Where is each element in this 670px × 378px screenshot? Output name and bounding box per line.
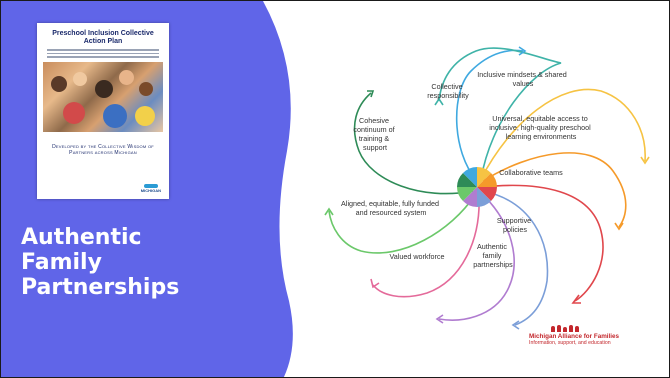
slide-heading: Authentic Family Partnerships [21, 225, 180, 300]
label-line: Universal, equitable access to [492, 114, 587, 123]
cover-title: Preschool Inclusion Collective Action Pl… [52, 30, 154, 45]
arrowhead [434, 97, 444, 106]
arm-purple [438, 192, 515, 321]
label-line: Valued workforce [390, 252, 445, 261]
label-inclusive-mindsets: Inclusive mindsets & shared values [477, 70, 569, 88]
label-line: Collaborative teams [499, 168, 563, 177]
label-authentic-partnerships: Authentic family partnerships [473, 242, 513, 269]
arrowhead [435, 314, 444, 324]
cover-logo-icon [143, 183, 158, 188]
label-supportive-policies: Supportive policies [497, 216, 533, 234]
spiral-arms [328, 47, 646, 326]
arm-red [482, 184, 604, 302]
arm-darkgreen [353, 92, 474, 195]
label-line: Aligned, equitable, fully funded [341, 199, 439, 208]
arrowhead [518, 46, 527, 56]
arm-lightblue [455, 49, 524, 182]
arrowhead [367, 90, 375, 98]
michigan-alliance-logo: Michigan Alliance for Families Informati… [529, 323, 639, 346]
label-collaborative-teams: Collaborative teams [499, 168, 563, 177]
arrowheads [324, 46, 650, 330]
arm-teal [438, 47, 562, 180]
cover-photo [43, 61, 163, 132]
label-valued-workforce: Valued workforce [390, 252, 445, 261]
arm-orange [482, 152, 627, 228]
label-cohesive-continuum: Cohesive continuum of training & support [353, 116, 396, 152]
label-line: family [483, 251, 502, 260]
arrowhead [324, 207, 334, 216]
arrowhead [571, 294, 581, 304]
org-name: Michigan Alliance for Families [529, 333, 620, 340]
label-line: partnerships [473, 260, 513, 269]
pinwheel-center [457, 167, 497, 207]
pinwheel-diagram: Collective responsibility Inclusive mind… [324, 46, 650, 330]
cover-logo-text: MICHIGAN [140, 187, 161, 193]
label-line: and resourced system [356, 208, 427, 217]
label-line: training & [359, 134, 390, 143]
arrowhead [370, 278, 380, 289]
arrowhead [511, 320, 520, 330]
label-line: learning environments [506, 132, 577, 141]
label-aligned-system: Aligned, equitable, fully funded and res… [341, 199, 441, 217]
label-line: policies [503, 225, 527, 234]
report-cover-thumbnail: Preschool Inclusion Collective Action Pl… [37, 23, 169, 199]
cover-logo: MICHIGAN [140, 183, 161, 193]
diagram-labels: Collective responsibility Inclusive mind… [341, 70, 592, 269]
label-line: continuum of [353, 125, 394, 134]
arm-pink [372, 194, 480, 298]
label-line: Authentic [477, 242, 507, 251]
family-figures-icon [551, 323, 639, 333]
cover-subtitle: Developed by the Collective Wisdom of Pa… [43, 144, 163, 157]
label-line: inclusive, high-quality preschool [489, 123, 591, 132]
label-line: responsibility [427, 91, 469, 100]
label-line: Collective [431, 82, 462, 91]
arm-green [328, 194, 476, 254]
label-line: Inclusive mindsets & shared [477, 70, 567, 79]
cover-subtitle-line2: Partners across Michigan [69, 150, 137, 157]
label-universal-access: Universal, equitable access to inclusive… [489, 114, 592, 141]
arm-yellow [480, 88, 646, 180]
label-line: support [363, 143, 387, 152]
arm-periwinkle [482, 190, 549, 326]
cover-intro-text [43, 49, 163, 58]
cover-subtitle-line1: Developed by the Collective Wisdom of [52, 143, 154, 150]
label-collective-responsibility: Collective responsibility [427, 82, 469, 100]
label-line: Supportive [497, 216, 531, 225]
label-line: Cohesive [359, 116, 389, 125]
arrowhead [640, 156, 650, 165]
arrowhead [614, 222, 624, 231]
label-line: values [513, 79, 534, 88]
org-tagline: Information, support, and education [529, 340, 611, 346]
